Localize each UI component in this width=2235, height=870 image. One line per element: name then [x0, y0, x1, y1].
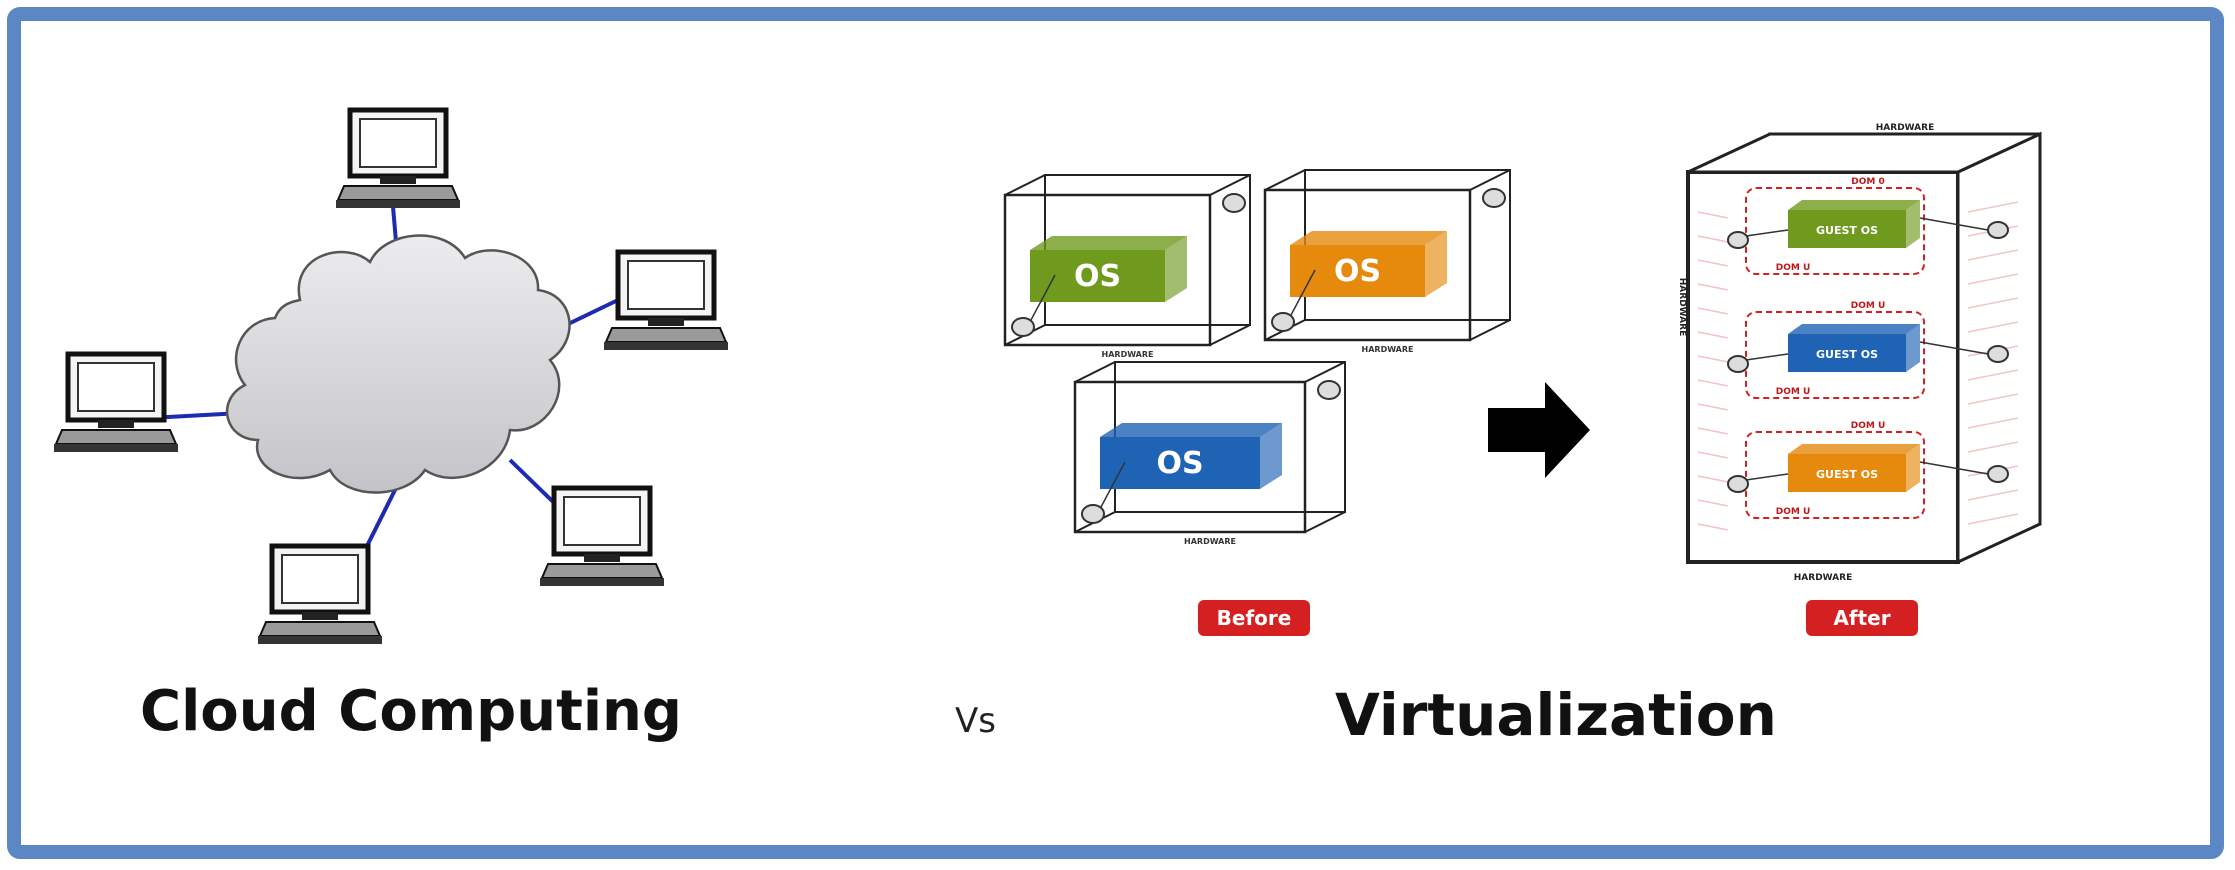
os-label: OS — [1074, 259, 1121, 294]
hardware-label: HARDWARE — [1794, 573, 1852, 583]
laptop-computer-icon — [604, 249, 728, 350]
vs-label: Vs — [955, 701, 996, 741]
guest-os-group: DOM 0 DOM U GUEST OS — [1727, 177, 2009, 275]
hardware-label: HARDWARE — [1362, 345, 1414, 354]
laptop-computer-icon — [336, 107, 460, 208]
laptop-computer-icon — [540, 485, 664, 586]
guest-os-group: DOM U DOM U GUEST OS — [1727, 301, 2009, 399]
dom-label: DOM U — [1776, 507, 1811, 517]
guest-os-group: DOM U DOM U GUEST OS — [1727, 421, 2009, 519]
hardware-label: HARDWARE — [1102, 350, 1154, 359]
hardware-label: HARDWARE — [1876, 123, 1934, 133]
laptop-computer-icon — [54, 351, 178, 452]
hardware-box: OS HARDWARE — [1003, 174, 1251, 359]
dom-label: DOM U — [1776, 387, 1811, 397]
hardware-box: OS HARDWARE — [1263, 169, 1511, 354]
virtualization-diagram: OS HARDWARE OS HARDWARE OS HARDWARE Before HA… — [1003, 123, 2042, 749]
hardware-box: OS HARDWARE — [1073, 361, 1346, 546]
hardware-label: HARDWARE — [1677, 278, 1687, 336]
before-badge: Before — [1198, 600, 1310, 636]
os-label: OS — [1156, 446, 1203, 481]
dom-label: DOM U — [1851, 421, 1886, 431]
virtualization-title: Virtualization — [1335, 681, 1777, 749]
after-badge: After — [1806, 600, 1918, 636]
cloud-computing-title: Cloud Computing — [140, 679, 682, 744]
dom-label: DOM 0 — [1851, 177, 1884, 187]
cloud-icon — [226, 234, 571, 494]
arrow-right-icon — [1488, 382, 1590, 478]
guest-os-label: GUEST OS — [1816, 468, 1878, 481]
guest-os-label: GUEST OS — [1816, 348, 1878, 361]
after-server-box: HARDWARE HARDWARE HARDWARE DOM 0 DOM U GUEST … — [1677, 123, 2042, 583]
dom-label: DOM U — [1851, 301, 1886, 311]
before-badge-label: Before — [1217, 606, 1292, 630]
os-label: OS — [1334, 254, 1381, 289]
guest-os-label: GUEST OS — [1816, 224, 1878, 237]
dom-label: DOM U — [1776, 263, 1811, 273]
cloud-computing-diagram: Cloud Computing — [54, 107, 728, 744]
hardware-label: HARDWARE — [1184, 537, 1236, 546]
after-badge-label: After — [1833, 606, 1890, 630]
laptop-computer-icon — [258, 543, 382, 644]
